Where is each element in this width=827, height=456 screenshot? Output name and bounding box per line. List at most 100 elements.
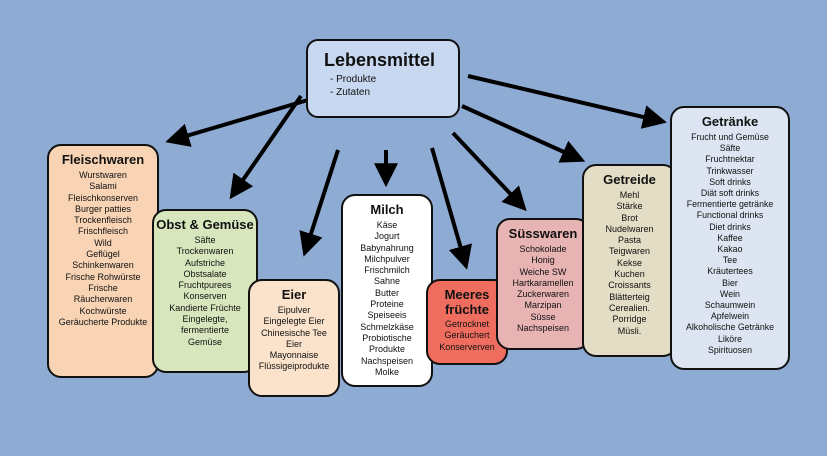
category-item: Schokolade (519, 244, 567, 254)
category-item: Süsse (530, 311, 556, 322)
category-item: Zuckerwaren (516, 289, 570, 300)
category-item: Mayonnaise (269, 350, 319, 361)
category-item: Functional drinks (696, 210, 764, 221)
category-title: Getreide (603, 172, 656, 187)
category-item: Babynahrung (360, 242, 414, 253)
category-title: Meeres früchte (444, 287, 490, 317)
category-item: Cerealien. (608, 302, 651, 313)
category-item: fermentierte (180, 325, 230, 336)
category-item: Burger patties (74, 203, 132, 214)
arrow-to-obst-gemuese (229, 94, 303, 200)
category-item: Räucherwaren (73, 294, 133, 305)
category-item: Kochwürste (79, 305, 127, 316)
category-item: Trockenwaren (176, 246, 234, 257)
category-item: Salami (89, 181, 117, 192)
category-item: Milchpulver (364, 253, 410, 264)
category-item: Schinkenwaren (72, 260, 134, 271)
category-item: Schmelzkäse (360, 321, 414, 332)
category-item: Blätterteig (609, 291, 650, 302)
category-item: Geräucherte Produkte (58, 316, 148, 327)
category-item: Fruchtnektar (705, 154, 755, 165)
category-item: Eipulver (277, 305, 311, 315)
category-item: Brot (621, 212, 638, 223)
category-item: Gemüse (187, 336, 222, 347)
root-title: Lebensmittel (324, 50, 436, 70)
category-item: Kekse (616, 257, 642, 268)
arrow-to-suesswaren (451, 131, 527, 212)
arrow-to-getreide (461, 104, 586, 163)
category-title: Eier (281, 287, 307, 302)
category-item: Nachspeisen (516, 323, 570, 334)
category-title: Obst & Gemüse (156, 217, 254, 232)
arrow-to-fleischwaren (165, 98, 309, 147)
category-item: Obstsalate (183, 268, 227, 279)
category-item: Weiche SW (519, 266, 567, 277)
category-item: Frische (88, 282, 118, 293)
category-item: Marzipan (524, 300, 562, 311)
category-item: Flüssigeiprodukte (258, 361, 330, 372)
category-item: Trockenfleisch (74, 215, 132, 226)
category-item: Wild (94, 237, 112, 248)
category-item: Fleischkonserven (67, 192, 139, 203)
category-title: Getränke (701, 114, 759, 129)
category-item: Nachspeisen (360, 355, 414, 366)
root-node-lebensmittel: Lebensmittel - Produkte - Zutaten (306, 39, 460, 118)
category-item: Getrocknet (444, 319, 490, 329)
category-item: Eingelegte Eier (263, 316, 325, 327)
category-item: Pasta (617, 235, 641, 246)
category-item: Kaffee (717, 232, 743, 243)
category-item: Konserverven (439, 341, 495, 352)
category-item: Croissants (608, 280, 651, 291)
category-title: Milch (370, 202, 404, 217)
category-item: Apfelwein (710, 311, 750, 322)
category-item: Eier (285, 338, 302, 349)
category-item: Teigwaren (608, 246, 651, 257)
category-item: Geflügel (86, 249, 120, 260)
category-item: Spirituosen (707, 344, 752, 355)
category-item: Chinesische Tee (261, 327, 327, 338)
category-item: Mehl (619, 190, 640, 200)
category-item: Diät soft drinks (700, 188, 760, 199)
category-item: Konserven (183, 291, 227, 302)
arrow-to-meeresfruechte (430, 147, 472, 270)
root-item: - Zutaten (330, 87, 371, 98)
category-item: Eingelegte, (182, 314, 228, 325)
category-item: Kandierte Früchte (169, 302, 241, 313)
category-item: Molke (374, 366, 399, 377)
category-title: Fleischwaren (61, 152, 145, 167)
category-item: Frischmilch (364, 265, 410, 276)
category-item: Hartkaramellen (512, 277, 574, 288)
category-item: Sahne (373, 276, 401, 287)
category-item: Honig (531, 255, 555, 266)
category-item: Tee (722, 255, 738, 266)
category-item: Frischfleisch (77, 226, 128, 237)
category-item: Soft drinks (709, 176, 751, 187)
category-item: Wein (720, 288, 740, 299)
arrow-to-eier (299, 149, 340, 257)
category-item: Stärke (616, 201, 643, 212)
category-item: Nudelwaren (605, 223, 654, 234)
category-item: Frische Rohwürste (65, 271, 141, 282)
category-item: Fruchtpurees (178, 280, 232, 291)
root-item: - Produkte (330, 74, 377, 85)
category-item: Kuchen (614, 269, 645, 280)
category-item: Probiotische (362, 332, 412, 343)
category-item: Säfte (194, 235, 216, 245)
category-item: Liköre (718, 333, 742, 344)
category-item: Porridge (612, 314, 647, 325)
category-item: Aufstriche (184, 257, 226, 268)
category-title: Süsswaren (508, 226, 578, 241)
